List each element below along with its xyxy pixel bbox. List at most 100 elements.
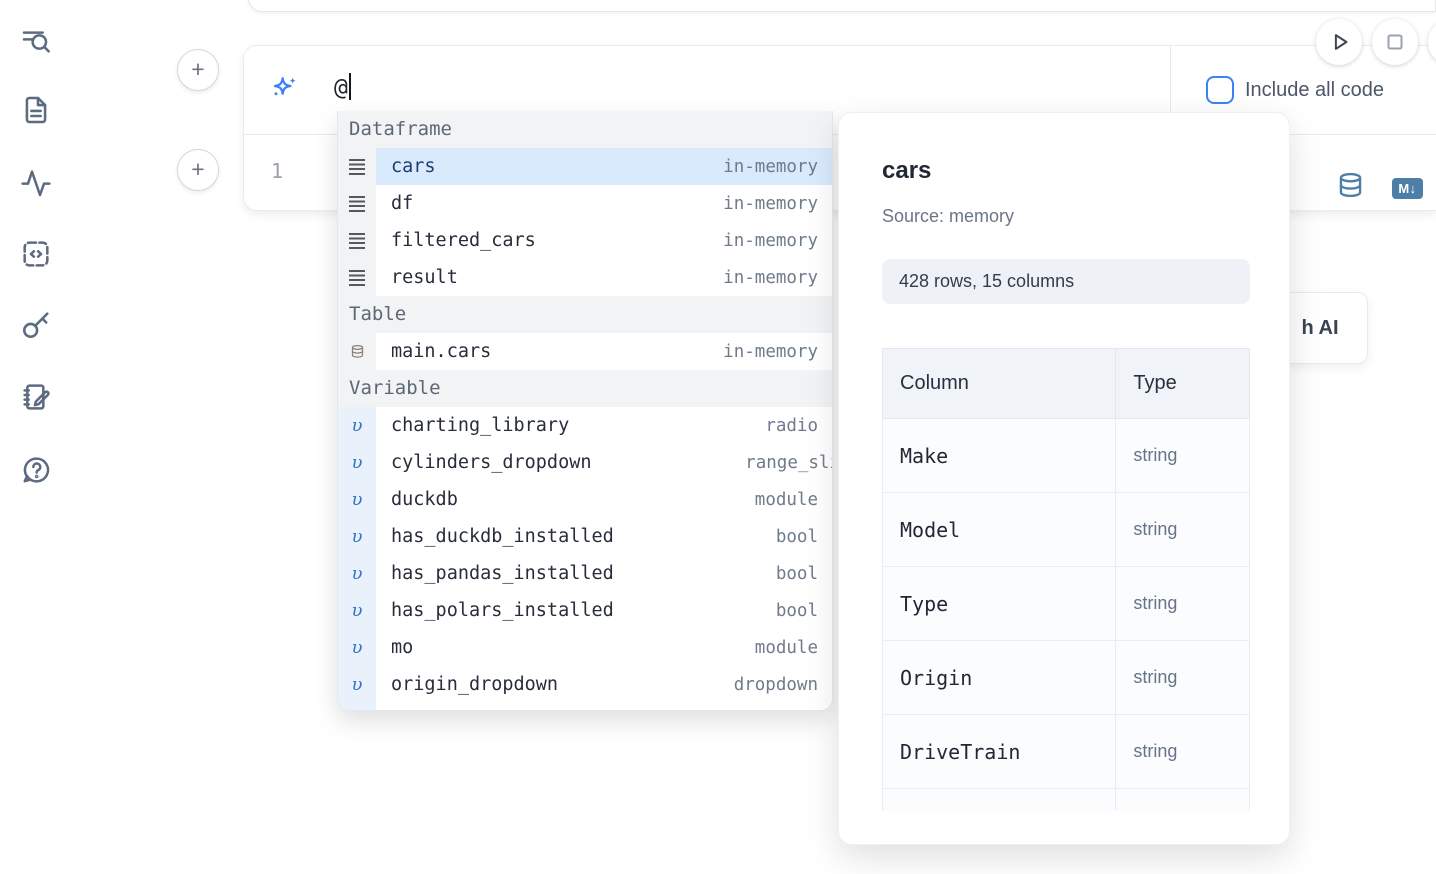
column-name-cell bbox=[883, 789, 1116, 812]
completion-item-type: radio bbox=[765, 416, 832, 436]
completion-item[interactable]: cars in-memory bbox=[338, 148, 832, 185]
completion-item-name: has_polars_installed bbox=[391, 600, 614, 621]
column-type-cell: string bbox=[1116, 419, 1250, 493]
completion-item[interactable]: υpandasmodule bbox=[338, 703, 832, 711]
completion-menu: Dataframecarsin-memorydfin-memoryfiltere… bbox=[337, 111, 833, 711]
completion-item-type: bool bbox=[776, 601, 832, 621]
completion-item[interactable]: υhas_pandas_installedbool bbox=[338, 555, 832, 592]
completion-item[interactable]: υ has_polars_installed bool bbox=[338, 592, 832, 629]
list-search-icon[interactable] bbox=[20, 24, 52, 56]
completion-item-name: cars bbox=[391, 156, 436, 177]
include-all-code-checkbox[interactable] bbox=[1206, 76, 1234, 104]
code-snippets-icon[interactable] bbox=[20, 238, 52, 270]
ai-prompt-input[interactable]: @ bbox=[334, 73, 351, 101]
completion-item-type: bool bbox=[776, 527, 832, 547]
column-name-cell: Model bbox=[883, 493, 1116, 567]
table-row: Modelstring bbox=[883, 493, 1250, 567]
preview-source: Source: memory bbox=[882, 206, 1014, 227]
completion-item[interactable]: filtered_cars in-memory bbox=[338, 222, 832, 259]
completion-item-name: result bbox=[391, 267, 458, 288]
completion-item-type: bool bbox=[776, 564, 832, 584]
completion-item[interactable]: υ charting_library radio bbox=[338, 407, 832, 444]
dataframe-icon bbox=[349, 270, 365, 286]
completion-item[interactable]: υorigin_dropdowndropdown bbox=[338, 666, 832, 703]
completion-item[interactable]: υ has_duckdb_installed bool bbox=[338, 518, 832, 555]
run-cell-button[interactable] bbox=[1316, 19, 1362, 65]
completion-item-type: module bbox=[755, 490, 832, 510]
column-type-cell: string bbox=[1116, 715, 1250, 789]
completion-item-name: df bbox=[391, 193, 413, 214]
scratchpad-icon[interactable] bbox=[20, 381, 52, 413]
stop-icon bbox=[1382, 29, 1408, 55]
completion-item-type: range_sli bbox=[745, 453, 833, 473]
variable-icon: υ bbox=[352, 489, 363, 510]
preview-title: cars bbox=[882, 157, 931, 185]
completion-item-type: in-memory bbox=[723, 231, 832, 251]
schema-table: Column Type MakestringModelstringTypestr… bbox=[882, 348, 1250, 811]
completion-item-name: main.cars bbox=[391, 341, 491, 362]
completion-item-name: filtered_cars bbox=[391, 230, 536, 251]
preview-shape-badge: 428 rows, 15 columns bbox=[882, 259, 1250, 304]
completion-item-type: in-memory bbox=[723, 157, 832, 177]
column-type-cell: string bbox=[1116, 567, 1250, 641]
activity-icon[interactable] bbox=[20, 167, 52, 199]
database-icon[interactable] bbox=[1337, 171, 1364, 204]
completion-item-name: duckdb bbox=[391, 489, 458, 510]
markdown-icon[interactable]: M↓ bbox=[1392, 178, 1423, 199]
help-icon[interactable] bbox=[20, 454, 52, 486]
column-name-cell: Type bbox=[883, 567, 1116, 641]
stop-cell-button[interactable] bbox=[1372, 19, 1418, 65]
type-header: Type bbox=[1116, 349, 1250, 419]
column-name-cell: Make bbox=[883, 419, 1116, 493]
completion-item-name: charting_library bbox=[391, 415, 569, 436]
run-icon bbox=[1324, 27, 1354, 57]
completion-item-type: dropdown bbox=[734, 675, 832, 695]
table-row bbox=[883, 789, 1250, 812]
schema-table-wrap: Column Type MakestringModelstringTypestr… bbox=[882, 348, 1251, 811]
completion-item[interactable]: υ duckdb module bbox=[338, 481, 832, 518]
completion-section-header: Table bbox=[338, 296, 832, 333]
completion-item[interactable]: υcylinders_dropdownrange_sli bbox=[338, 444, 832, 481]
file-document-icon[interactable] bbox=[20, 94, 52, 126]
column-type-cell: string bbox=[1116, 493, 1250, 567]
dataframe-icon bbox=[349, 159, 365, 175]
line-number: 1 bbox=[271, 159, 283, 183]
completion-item-name: origin_dropdown bbox=[391, 674, 558, 695]
add-cell-below-button[interactable]: + bbox=[177, 149, 219, 191]
completion-item-type: module bbox=[755, 638, 832, 658]
completion-item[interactable]: main.cars in-memory bbox=[338, 333, 832, 370]
add-cell-above-button[interactable]: + bbox=[177, 49, 219, 91]
dataframe-icon bbox=[349, 196, 365, 212]
completion-section-header: Variable bbox=[338, 370, 832, 407]
completion-item[interactable]: df in-memory bbox=[338, 185, 832, 222]
key-icon[interactable] bbox=[20, 309, 52, 341]
variable-icon: υ bbox=[352, 452, 363, 473]
column-type-cell: string bbox=[1116, 641, 1250, 715]
dataframe-icon bbox=[349, 233, 365, 249]
completion-item-name: mo bbox=[391, 637, 413, 658]
completion-item-name: has_duckdb_installed bbox=[391, 526, 614, 547]
completion-item[interactable]: υmomodule bbox=[338, 629, 832, 666]
completion-item-type: in-memory bbox=[723, 342, 832, 362]
column-header: Column bbox=[883, 349, 1116, 419]
completion-section-header: Dataframe bbox=[338, 111, 832, 148]
sidebar bbox=[0, 0, 72, 874]
include-all-code-label: Include all code bbox=[1245, 79, 1384, 102]
variable-icon: υ bbox=[352, 600, 363, 621]
ai-generate-label: h AI bbox=[1301, 317, 1338, 340]
table-row: Typestring bbox=[883, 567, 1250, 641]
completion-item-type: in-memory bbox=[723, 194, 832, 214]
completion-item-type: in-memory bbox=[723, 268, 832, 288]
column-name-cell: DriveTrain bbox=[883, 715, 1116, 789]
column-type-cell bbox=[1116, 789, 1250, 812]
variable-icon: υ bbox=[352, 415, 363, 436]
column-name-cell: Origin bbox=[883, 641, 1116, 715]
table-row: Makestring bbox=[883, 419, 1250, 493]
variable-icon: υ bbox=[352, 526, 363, 547]
variable-icon: υ bbox=[352, 563, 363, 584]
table-row: DriveTrainstring bbox=[883, 715, 1250, 789]
previous-cell-bottom bbox=[248, 0, 1436, 12]
text-cursor bbox=[349, 73, 351, 100]
sparkles-icon bbox=[268, 74, 300, 111]
completion-item[interactable]: result in-memory bbox=[338, 259, 832, 296]
